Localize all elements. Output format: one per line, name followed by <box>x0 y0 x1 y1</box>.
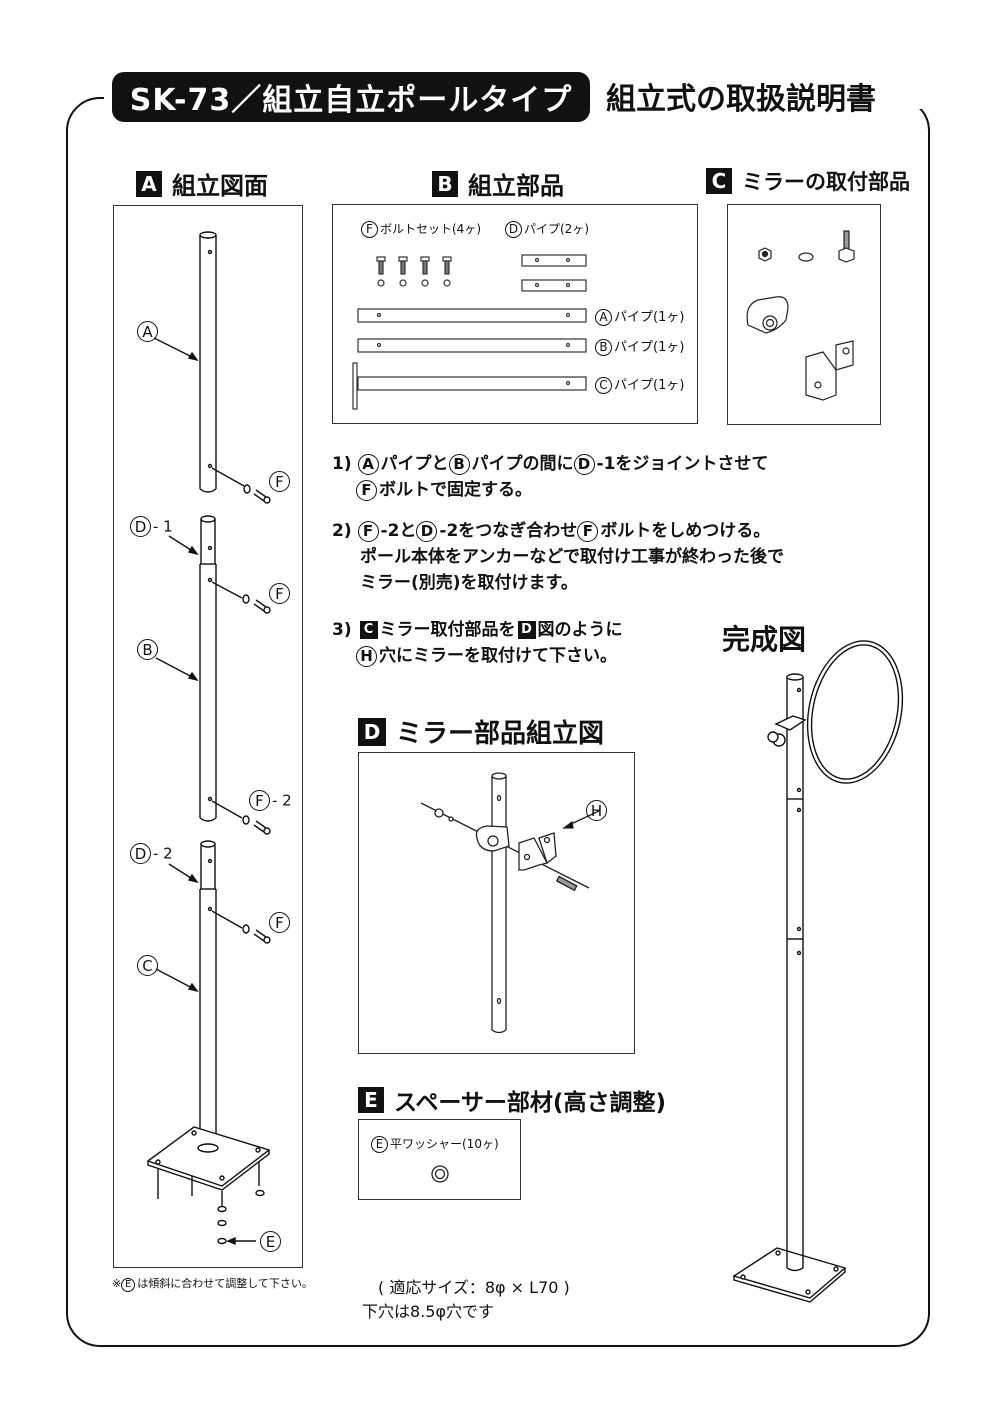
label-d2: D- 2 <box>130 843 173 864</box>
section-d-heading: D ミラー部品組立図 <box>358 713 604 750</box>
section-e-title: スペーサー部材(高さ調整) <box>394 1090 666 1116</box>
bolt-icons <box>376 256 452 287</box>
section-b-badge: B <box>432 170 458 197</box>
hole-note: 下穴は8.5φ穴です <box>362 1302 495 1321</box>
section-d-title: ミラー部品組立図 <box>396 719 605 749</box>
label-e: E <box>260 1231 281 1252</box>
section-c-badge: C <box>706 168 732 194</box>
mirror-bracket-icon <box>805 340 854 401</box>
section-c-title: ミラーの取付部品 <box>742 170 910 194</box>
section-b-title: 組立部品 <box>468 172 564 200</box>
section-d-badge: D <box>358 717 386 746</box>
mirror-clamp-icon <box>746 296 789 334</box>
pipe-c-drawing <box>146 840 271 1246</box>
label-a: A <box>137 321 158 342</box>
model-title: SK-73／組立自立ポールタイプ <box>112 72 590 122</box>
label-f-c: F <box>269 912 290 933</box>
section-e-badge: E <box>358 1087 384 1113</box>
label-c: C <box>137 955 158 976</box>
washer-drawing <box>431 1165 449 1183</box>
section-a-heading: A 組立図面 <box>136 166 268 201</box>
pipe-a-drawing <box>153 231 271 504</box>
assembly-drawing-box: A F D- 1 F B F- 2 D- 2 F C E <box>113 205 303 1268</box>
assembly-drawing <box>146 231 271 1246</box>
mirror-assembly-box: H <box>358 752 635 1054</box>
label-f2: F- 2 <box>249 790 292 811</box>
pipe-icons <box>352 254 587 410</box>
section-e-heading: E スペーサー部材(高さ調整) <box>358 1083 666 1117</box>
washer-icon <box>798 252 814 262</box>
document-title: 組立式の取扱説明書 <box>600 74 882 118</box>
label-f-b: F <box>269 583 290 604</box>
pipe-b-drawing <box>155 515 271 835</box>
mirror-assembly-drawing <box>420 772 600 1034</box>
size-note: ( 適応サイズ：8φ × L70 ) <box>378 1278 570 1297</box>
label-f: F <box>269 471 290 492</box>
mirror-parts-box <box>727 204 881 425</box>
section-a-title: 組立図面 <box>172 172 268 200</box>
label-d1: D- 1 <box>130 516 173 537</box>
bolt-icon <box>838 230 855 263</box>
section-a-badge: A <box>136 170 162 197</box>
label-h: H <box>586 800 607 821</box>
parts-drawing <box>352 254 587 410</box>
section-b-heading: B 組立部品 <box>432 166 564 201</box>
label-b: B <box>137 639 158 660</box>
section-c-heading: C ミラーの取付部品 <box>706 166 910 196</box>
mirror-parts-drawing <box>746 230 855 401</box>
complete-title: 完成図 <box>722 623 807 656</box>
